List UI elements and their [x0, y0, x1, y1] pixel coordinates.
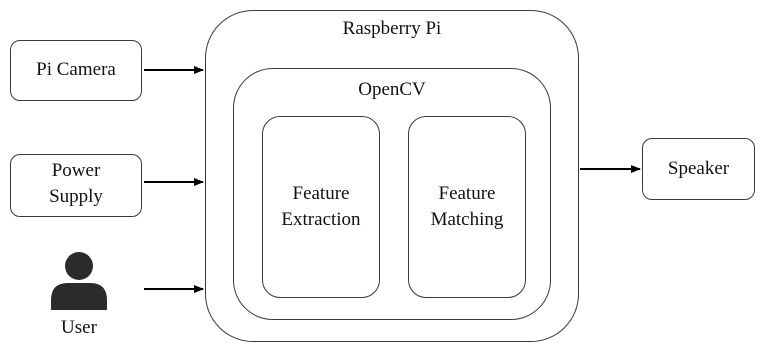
- feature-matching-label: Feature Matching: [430, 183, 504, 230]
- feature-extraction-label: Feature Extraction: [281, 183, 361, 230]
- pi-camera-block: [10, 40, 142, 101]
- pi-camera-label: Pi Camera: [36, 59, 116, 80]
- speaker-label: Speaker: [667, 158, 730, 179]
- raspberry-pi-label: Raspberry Pi: [342, 18, 442, 39]
- power-supply-block: [10, 154, 142, 217]
- feature-matching-block: [408, 116, 526, 298]
- opencv-label: OpenCV: [358, 79, 426, 100]
- power-supply-label: Power Supply: [49, 160, 103, 207]
- user-label: User: [61, 317, 97, 338]
- feature-extraction-block: [262, 116, 380, 298]
- speaker-block: [642, 138, 755, 200]
